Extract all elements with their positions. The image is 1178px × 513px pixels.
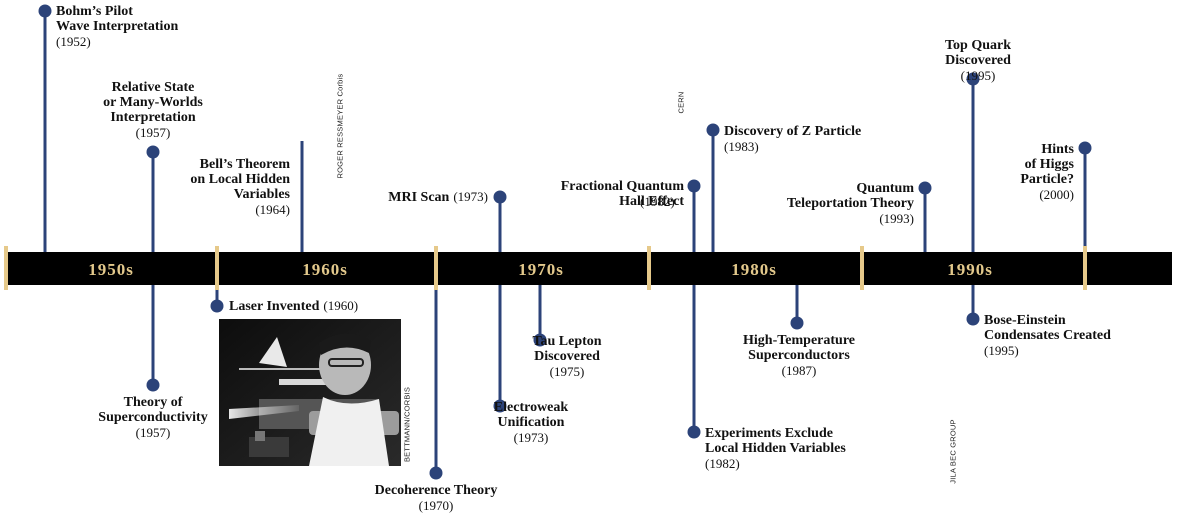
decade-label-1960s: 1960s [302, 260, 348, 279]
marker-electroweak [493, 399, 507, 413]
tick-1970 [434, 246, 438, 290]
label-bell-year: (1964) [255, 202, 290, 217]
label-decoherence-year: (1970) [418, 498, 454, 513]
label-mri: MRI Scan (1973) [350, 189, 488, 205]
label-bell-title: Bell’s Theorem on Local Hidden Variables [190, 157, 290, 202]
marker-mri [493, 190, 507, 204]
label-teleportation: Quantum Teleportation Theory (1993) [760, 181, 914, 226]
laser-photo-illustration [219, 319, 401, 466]
label-laser-title: Laser Invented [229, 299, 320, 314]
label-laser-year: (1960) [323, 298, 359, 313]
label-htsc: High-Temperature Superconductors (1987) [724, 333, 874, 378]
label-fqhe-year-inline: (1982) [640, 194, 675, 209]
marker-z-particle [706, 123, 720, 137]
label-fqhe-title: Fractional Quantum Hall Effect [560, 179, 684, 209]
tick-1960 [215, 246, 219, 290]
tick-1950 [4, 246, 8, 290]
decade-ticks [4, 246, 1087, 290]
marker-decoherence [429, 466, 443, 480]
credit-bettmann: BETTMANN/CORBIS [402, 386, 412, 463]
label-bohm-year: (1952) [56, 34, 91, 49]
decade-label-1950s: 1950s [88, 260, 134, 279]
label-fqhe-year-line: (1982) [640, 194, 675, 209]
marker-htsc [790, 316, 804, 330]
marker-higgs [1078, 141, 1092, 155]
label-tau: Tau Lepton Discovered (1975) [527, 334, 607, 379]
marker-bec [966, 312, 980, 326]
label-top-quark-year: (1995) [960, 68, 996, 83]
label-teleportation-title: Quantum Teleportation Theory [786, 181, 914, 211]
label-many-worlds-year: (1957) [135, 125, 171, 140]
label-higgs: Hints of Higgs Particle? (2000) [994, 142, 1074, 202]
credit-ressmeyer: ROGER RESSMEYER Corbis [335, 73, 345, 179]
label-bec: Bose-Einstein Condensates Created (1995) [984, 313, 1111, 358]
label-tau-title: Tau Lepton Discovered [532, 334, 602, 364]
label-electroweak-year: (1973) [513, 430, 549, 445]
label-many-worlds: Relative State or Many-Worlds Interpreta… [78, 80, 228, 140]
label-z-particle-year: (1983) [724, 139, 759, 154]
timeline-markers [38, 4, 1092, 480]
label-superconductivity-title: Theory of Superconductivity [98, 395, 208, 425]
label-bohm-title: Bohm’s Pilot Wave Interpretation [56, 4, 179, 34]
label-top-quark: Top Quark Discovered (1995) [923, 38, 1033, 83]
label-z-particle-title: Discovery of Z Particle [724, 124, 862, 139]
label-fqhe: Fractional Quantum Hall Effect (1982) [520, 179, 684, 209]
label-superconductivity-year: (1957) [135, 425, 171, 440]
label-bec-year: (1995) [984, 343, 1019, 358]
tick-1980 [647, 246, 651, 290]
marker-teleportation [918, 181, 932, 195]
timeline-stems [43, 11, 1087, 473]
marker-many-worlds [146, 145, 160, 159]
label-z-particle: Discovery of Z Particle (1983) [724, 124, 861, 154]
decade-bar [6, 252, 1172, 285]
label-bec-title: Bose-Einstein Condensates Created [984, 313, 1111, 343]
tick-2000 [1083, 246, 1087, 290]
label-mri-year: (1973) [453, 189, 488, 204]
marker-fqhe [687, 179, 701, 193]
label-experiments-title: Experiments Exclude Local Hidden Variabl… [705, 426, 846, 456]
label-top-quark-title: Top Quark Discovered [944, 38, 1011, 68]
credit-cern: CERN [676, 91, 686, 114]
label-higgs-title: Hints of Higgs Particle? [1020, 142, 1074, 187]
marker-tau [533, 333, 547, 347]
marker-laser [210, 299, 224, 313]
decade-label-1980s: 1980s [731, 260, 777, 279]
label-tau-year: (1975) [549, 364, 585, 379]
label-electroweak-title: Electroweak Unification [493, 400, 569, 430]
credit-jila: JILA BEC GROUP [948, 419, 958, 484]
label-electroweak: Electroweak Unification (1973) [491, 400, 571, 445]
label-htsc-year: (1987) [781, 363, 817, 378]
label-bell: Bell’s Theorem on Local Hidden Variables… [150, 157, 290, 217]
label-higgs-year: (2000) [1039, 187, 1074, 202]
label-decoherence: Decoherence Theory (1970) [346, 483, 526, 513]
marker-bohm [38, 4, 52, 18]
decade-label-1990s: 1990s [947, 260, 993, 279]
label-many-worlds-title: Relative State or Many-Worlds Interpreta… [103, 80, 203, 125]
label-superconductivity: Theory of Superconductivity (1957) [78, 395, 228, 440]
label-decoherence-title: Decoherence Theory [374, 483, 498, 498]
label-htsc-title: High-Temperature Superconductors [743, 333, 855, 363]
label-teleportation-year: (1993) [879, 211, 914, 226]
marker-top-quark [966, 72, 980, 86]
label-mri-title: MRI Scan [388, 190, 450, 205]
label-experiments: Experiments Exclude Local Hidden Variabl… [705, 426, 846, 471]
laser-photo [219, 319, 401, 466]
tick-1990 [860, 246, 864, 290]
marker-superconductivity [146, 378, 160, 392]
marker-experiments [687, 425, 701, 439]
label-bohm: Bohm’s Pilot Wave Interpretation (1952) [56, 4, 178, 49]
label-experiments-year: (1982) [705, 456, 740, 471]
decade-label-1970s: 1970s [518, 260, 564, 279]
label-laser: Laser Invented (1960) [229, 298, 358, 314]
